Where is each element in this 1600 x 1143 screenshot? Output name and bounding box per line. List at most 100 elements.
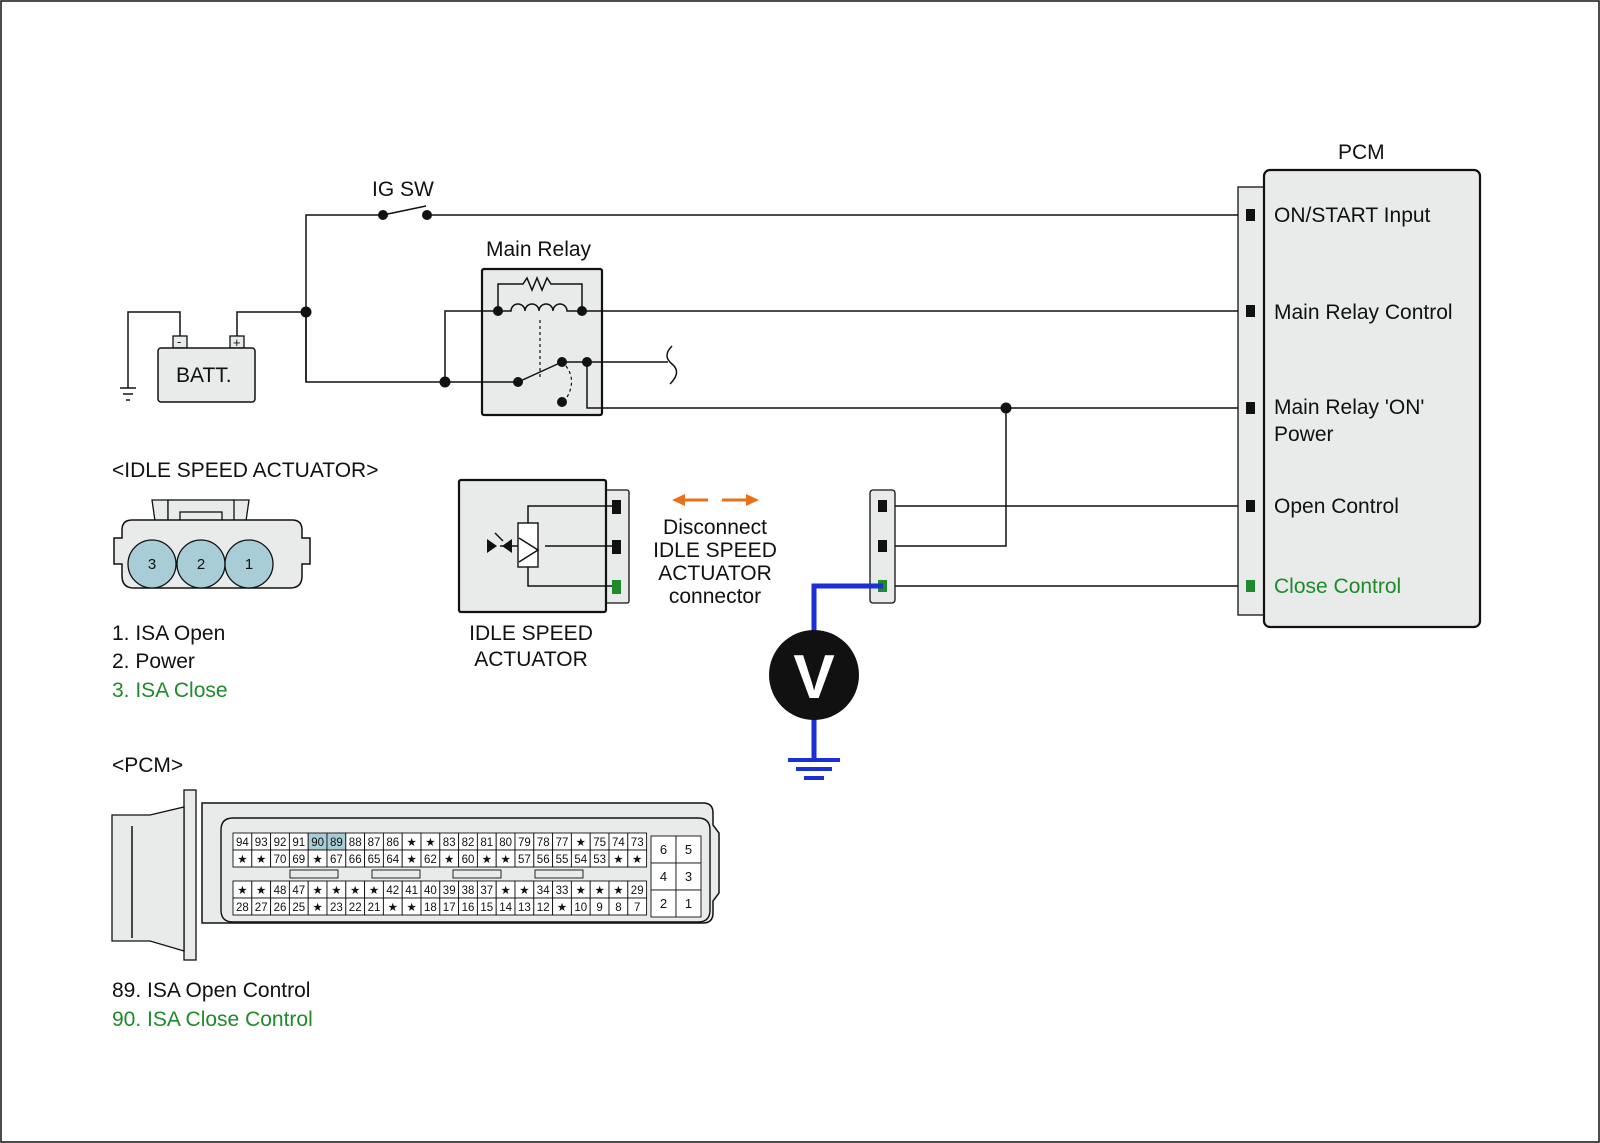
pcm-pin-label: ★ xyxy=(406,902,416,914)
pcm-open-control-label: Open Control xyxy=(1274,495,1399,518)
pcm-pin-label: 74 xyxy=(612,837,625,849)
pcm-pin-label: 13 xyxy=(518,902,531,914)
pcm-pin-label: ★ xyxy=(482,854,492,866)
disconnect-line-3: ACTUATOR xyxy=(658,562,772,585)
pcm-pin-label: ★ xyxy=(312,885,322,897)
pcm-pin-label: 8 xyxy=(615,902,621,914)
pcm-connector-key xyxy=(534,869,584,879)
pcm-pin-label: 55 xyxy=(556,854,569,866)
pcm-pin-label: ★ xyxy=(576,837,586,849)
pcm-pin-label: 80 xyxy=(499,837,512,849)
pcm-pin-label: 10 xyxy=(574,902,587,914)
pcm-section-title: <PCM> xyxy=(112,754,183,777)
isa-connector-face: 3 2 1 xyxy=(113,499,311,589)
pcm-pin-label: 57 xyxy=(518,854,531,866)
pcm-pin-label: ★ xyxy=(312,902,322,914)
pcm-pin-label: ★ xyxy=(237,854,247,866)
pcm-pin-label: 70 xyxy=(274,854,287,866)
pcm-pin-label: 91 xyxy=(292,837,305,849)
disconnect-arrow-icon xyxy=(672,494,759,506)
pcm-pin-label: 73 xyxy=(631,837,644,849)
pcm-pin-label: 28 xyxy=(236,902,249,914)
disconnect-line-4: connector xyxy=(669,585,761,608)
pcm-small-pin-label: 2 xyxy=(660,896,667,911)
pcm-pin-label: 41 xyxy=(405,885,418,897)
pcm-pin-label: ★ xyxy=(425,837,435,849)
pcm-pin-label: 75 xyxy=(593,837,606,849)
pcm-main-relay-on-label: Main Relay 'ON' xyxy=(1274,396,1424,419)
isa-pin-3: 3 xyxy=(148,556,156,573)
pcm-pin-label: 48 xyxy=(274,885,287,897)
pcm-pin-label: 38 xyxy=(462,885,475,897)
voltmeter: V xyxy=(769,583,883,780)
pcm-pin-label: ★ xyxy=(331,885,341,897)
pcm-pin-cell xyxy=(627,897,648,916)
pcm-pin-label: 16 xyxy=(462,902,475,914)
pcm-small-pin-cell xyxy=(675,889,702,918)
pcm-pin-label: 42 xyxy=(386,885,399,897)
pcm-connector-key xyxy=(289,869,339,879)
isa-pin-list-2: 2. Power xyxy=(112,650,195,673)
pcm-pin-label: ★ xyxy=(312,854,322,866)
pcm-pin-label: 87 xyxy=(368,837,381,849)
pcm-pin-list-2: 90. ISA Close Control xyxy=(112,1008,313,1031)
pcm-pin-label: ★ xyxy=(256,854,266,866)
pcm-pin-label: 89 xyxy=(330,837,343,849)
pcm-pin-label: ★ xyxy=(369,885,379,897)
main-relay-label: Main Relay xyxy=(486,238,592,261)
pcm-pin-label: 9 xyxy=(596,902,602,914)
pcm-pin-label: 93 xyxy=(255,837,268,849)
pcm-pin-label: 33 xyxy=(556,885,569,897)
battery: - + BATT. xyxy=(120,311,306,403)
pcm-pin-label: 66 xyxy=(349,854,362,866)
pcm-small-pin-label: 6 xyxy=(660,842,667,857)
pcm-pin-label: 77 xyxy=(556,837,569,849)
pcm-pin-label: 17 xyxy=(443,902,456,914)
pcm-main-relay-control-label: Main Relay Control xyxy=(1274,301,1453,324)
pcm-pin-label: ★ xyxy=(613,885,623,897)
voltmeter-symbol: V xyxy=(793,643,834,712)
pcm-pin-label: 69 xyxy=(292,854,305,866)
pcm-small-pin-label: 1 xyxy=(685,896,692,911)
pcm-pin-label: 29 xyxy=(631,885,644,897)
pcm-pin-label: 90 xyxy=(311,837,324,849)
pcm-pin-label: 22 xyxy=(349,902,362,914)
pcm-pin-label: 54 xyxy=(574,854,587,866)
pcm-pin-label: 26 xyxy=(274,902,287,914)
pcm-pin-label: 67 xyxy=(330,854,343,866)
pcm-pin-label: ★ xyxy=(444,854,454,866)
pcm-pin-label: 60 xyxy=(462,854,475,866)
isa-component-label-2: ACTUATOR xyxy=(474,648,588,671)
pcm-pin-label: 56 xyxy=(537,854,550,866)
pcm-pin-label: 83 xyxy=(443,837,456,849)
disconnect-line-2: IDLE SPEED xyxy=(653,539,777,562)
pcm-pin-label: 62 xyxy=(424,854,437,866)
isa-pin-1: 1 xyxy=(245,556,253,573)
pcm-pin-label: ★ xyxy=(406,837,416,849)
battery-plus-sign: + xyxy=(233,335,241,350)
pcm-module: PCM ON/START Input Main Relay Control Ma… xyxy=(1237,141,1482,629)
pcm-pin-label: ★ xyxy=(557,902,567,914)
pcm-pin-cell xyxy=(627,849,648,868)
battery-label: BATT. xyxy=(176,364,232,387)
pcm-pin-label: 14 xyxy=(499,902,512,914)
pcm-pin-label: 21 xyxy=(368,902,381,914)
pcm-pin-label: 65 xyxy=(368,854,381,866)
pcm-pin-label: 88 xyxy=(349,837,362,849)
pcm-pin-label: 25 xyxy=(292,902,305,914)
pcm-connector-key xyxy=(452,869,502,879)
pcm-pin-label: ★ xyxy=(256,885,266,897)
battery-minus-sign: - xyxy=(177,334,181,349)
pcm-on-start-label: ON/START Input xyxy=(1274,204,1431,227)
pcm-pin-list-1: 89. ISA Open Control xyxy=(112,979,310,1002)
pcm-pin-label: 94 xyxy=(236,837,249,849)
disconnect-note: Disconnect IDLE SPEED ACTUATOR connector xyxy=(653,494,777,608)
pcm-pin-label: ★ xyxy=(500,885,510,897)
pcm-pin-label: ★ xyxy=(594,885,604,897)
disconnect-line-1: Disconnect xyxy=(663,516,767,539)
pcm-pin-label: 27 xyxy=(255,902,268,914)
pcm-pin-label: 23 xyxy=(330,902,343,914)
pcm-pin-label: ★ xyxy=(350,885,360,897)
